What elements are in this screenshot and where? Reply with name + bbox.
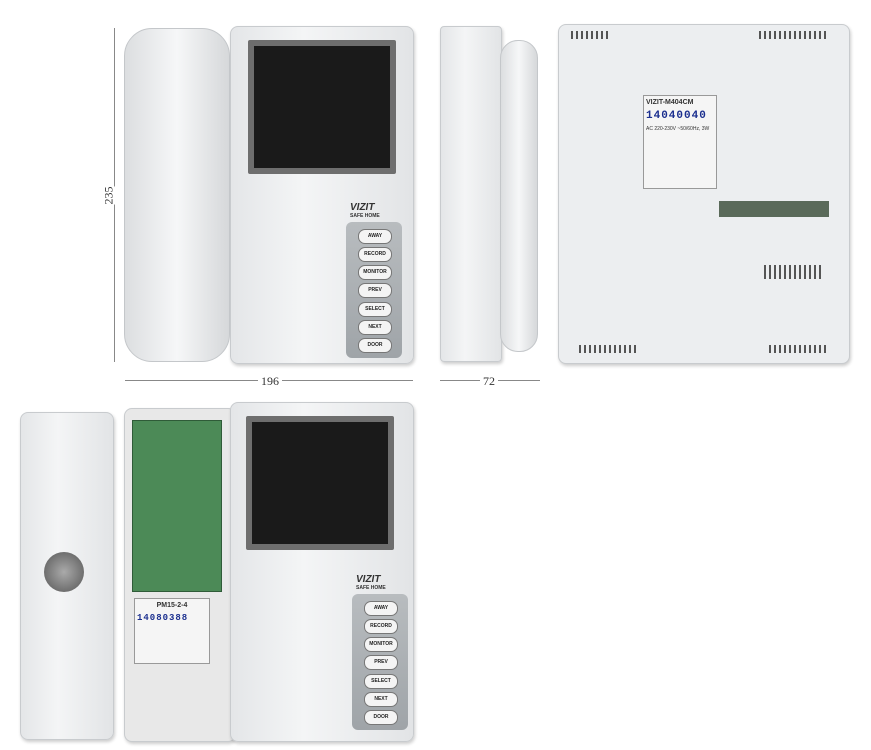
side-body bbox=[440, 26, 502, 362]
next-button[interactable]: NEXT bbox=[364, 692, 398, 707]
screen bbox=[246, 416, 394, 550]
vent bbox=[579, 345, 639, 353]
product-label: VIZIT-M404CM 14040040 AC 220-230V ~50/60… bbox=[643, 95, 717, 189]
logo-brand: VIZIT bbox=[350, 202, 375, 213]
monitor-button[interactable]: MONITOR bbox=[364, 637, 398, 652]
record-button[interactable]: RECORD bbox=[358, 247, 392, 262]
depth-label: 72 bbox=[480, 374, 498, 389]
side-handset bbox=[500, 40, 538, 352]
circuit-board bbox=[132, 420, 222, 592]
logo-tagline: SAFE HOME bbox=[356, 585, 386, 591]
screen bbox=[248, 40, 396, 174]
height-label: 235 bbox=[101, 186, 117, 205]
door-button[interactable]: DOOR bbox=[358, 338, 392, 353]
width-label: 196 bbox=[258, 374, 282, 389]
back-view: VIZIT-M404CM 14040040 AC 220-230V ~50/60… bbox=[558, 24, 850, 364]
button-panel: AWAY RECORD MONITOR PREV SELECT NEXT DOO… bbox=[346, 222, 402, 358]
logo-tagline: SAFE HOME bbox=[350, 213, 380, 219]
power-rating: AC 220-230V ~50/60Hz, 3W bbox=[646, 126, 710, 132]
away-button[interactable]: AWAY bbox=[364, 601, 398, 616]
vent bbox=[764, 265, 824, 279]
serial-number: 14040040 bbox=[646, 110, 707, 122]
vent bbox=[759, 31, 829, 39]
away-button[interactable]: AWAY bbox=[358, 229, 392, 244]
record-button[interactable]: RECORD bbox=[364, 619, 398, 634]
select-button[interactable]: SELECT bbox=[358, 302, 392, 317]
button-panel: AWAY RECORD MONITOR PREV SELECT NEXT DOO… bbox=[352, 594, 408, 730]
wiring-window bbox=[719, 201, 829, 217]
vent bbox=[571, 31, 611, 39]
door-button[interactable]: DOOR bbox=[364, 710, 398, 725]
power-module-model: PM15-2-4 bbox=[156, 602, 188, 609]
handset bbox=[124, 28, 230, 362]
select-button[interactable]: SELECT bbox=[364, 674, 398, 689]
power-module: PM15-2-4 14080388 bbox=[134, 598, 210, 664]
model-text: VIZIT-M404CM bbox=[646, 99, 694, 106]
speaker bbox=[44, 552, 84, 592]
monitor-button[interactable]: MONITOR bbox=[358, 265, 392, 280]
next-button[interactable]: NEXT bbox=[358, 320, 392, 335]
prev-button[interactable]: PREV bbox=[364, 655, 398, 670]
vent bbox=[769, 345, 829, 353]
power-module-serial: 14080388 bbox=[137, 613, 189, 623]
side-view bbox=[440, 26, 540, 364]
logo-brand: VIZIT bbox=[356, 574, 381, 585]
prev-button[interactable]: PREV bbox=[358, 283, 392, 298]
